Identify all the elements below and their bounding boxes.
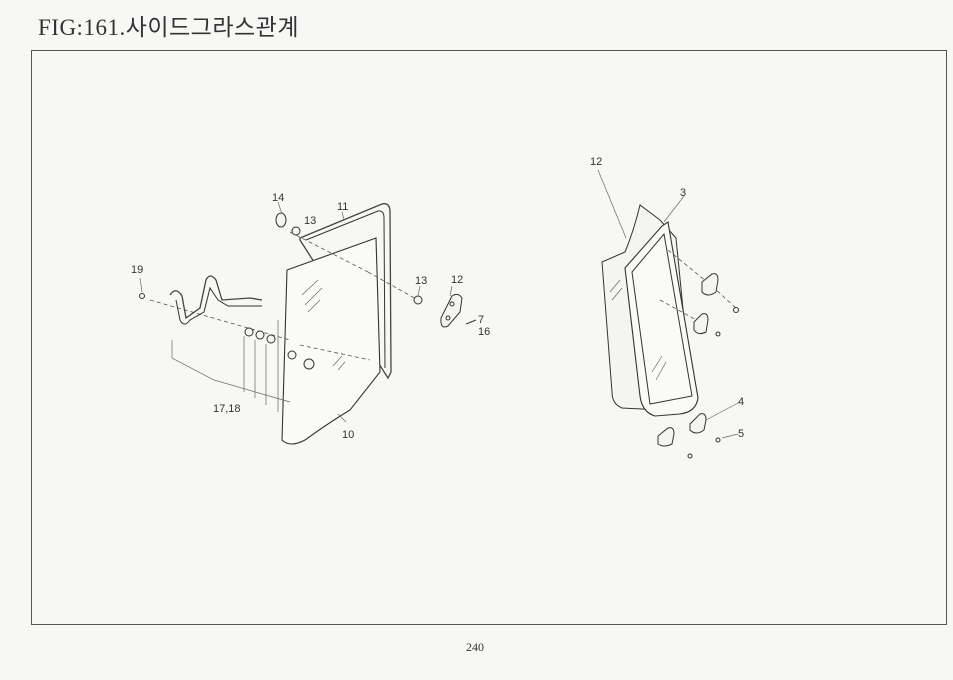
hinge-bracket-bottom (657, 427, 675, 447)
screw-a (733, 307, 739, 313)
callout-10: 10 (342, 429, 354, 441)
bushing-a (244, 327, 254, 337)
callout-11: 11 (337, 201, 348, 213)
callout-19: 19 (131, 264, 143, 276)
page-number: 240 (466, 640, 484, 654)
callout-12-right: 12 (590, 156, 602, 168)
hinge-bracket-mid (693, 313, 709, 335)
screw-c (687, 453, 693, 459)
screw-19 (139, 293, 145, 299)
latch-plate-12 (440, 293, 463, 328)
drawing-frame (31, 50, 947, 625)
washer-13-top (291, 226, 301, 236)
callout-5: 5 (738, 428, 744, 440)
latch-handle-bracket (169, 275, 263, 320)
side-glass-panel (281, 237, 381, 445)
glass-frame-seal (299, 203, 392, 380)
bushing-e (303, 358, 315, 370)
callout-3: 3 (680, 187, 686, 199)
callout-13-top: 13 (304, 215, 316, 227)
callout-14: 14 (272, 192, 284, 204)
callout-13-right: 13 (415, 275, 427, 287)
bushing-d (287, 350, 297, 360)
callout-12-left: 12 (451, 274, 463, 286)
bushing-c (266, 334, 276, 344)
screw-5 (715, 437, 721, 443)
right-side-glass-assembly (597, 169, 741, 459)
right-side-glass (624, 221, 699, 417)
hinge-bracket-upper (701, 273, 719, 296)
callout-4: 4 (738, 396, 744, 408)
hinge-bracket-lower (689, 413, 707, 434)
figure-title: FIG:161.사이드그라스관계 (38, 15, 299, 40)
clip-14 (275, 212, 287, 228)
left-side-glass-assembly (139, 201, 477, 445)
screw-b (715, 331, 721, 337)
callout-16: 16 (478, 326, 490, 338)
bushing-b (255, 330, 265, 340)
callout-17-18: 17,18 (213, 403, 241, 415)
washer-13-right (413, 295, 423, 305)
callout-7: 7 (478, 314, 484, 326)
